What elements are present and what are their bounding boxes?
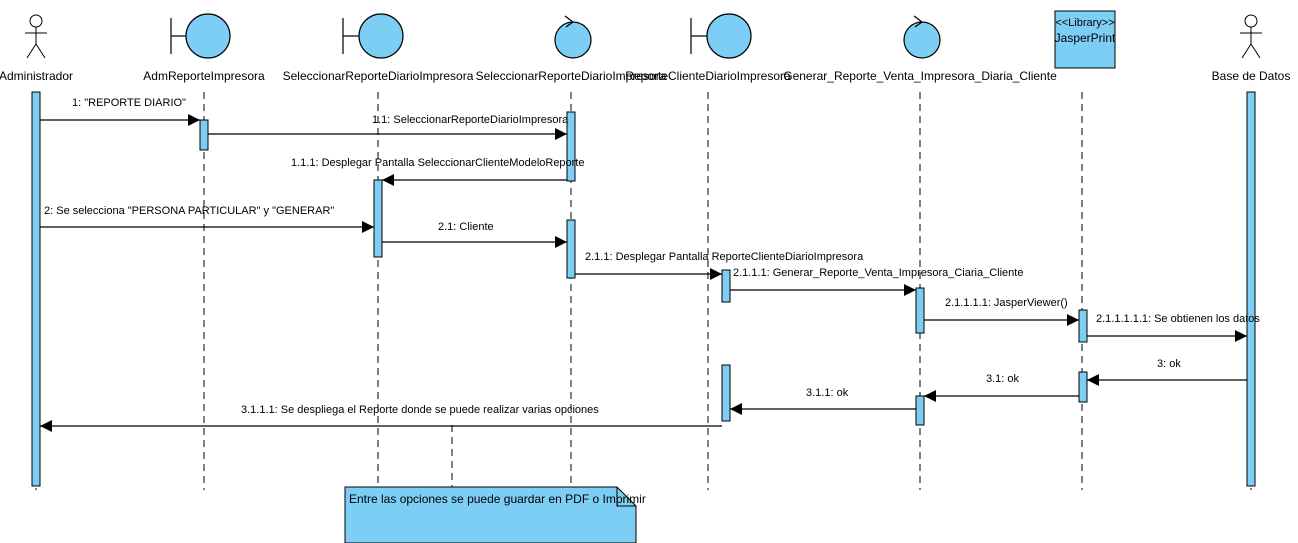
lifeline-name-admin: Administrador [0,69,73,83]
activation-bar [915,395,925,426]
activation-bar [1078,371,1088,403]
lifeline-adm-reporte: AdmReporteImpresora [143,13,265,83]
lifeline-name-adm-reporte: AdmReporteImpresora [143,69,265,83]
note-shape [344,486,637,543]
message-label: 3: ok [1157,358,1181,370]
activation-bar [1078,309,1088,343]
note-fold [616,487,636,507]
message-label: 3.1.1: ok [806,387,849,399]
activation-bar [373,179,383,258]
library-stereotype: <<Library>> [1055,17,1114,29]
lifeline-name-generar-reporte: Generar_Reporte_Venta_Impresora_Diaria_C… [783,69,1057,83]
boundary-icon [342,13,404,59]
control-icon [554,15,592,59]
messages [40,114,1247,432]
activation-bar [1246,91,1256,487]
message-label: 2.1: Cliente [438,221,494,233]
boundary-icon [170,13,231,59]
activation-bar [721,364,731,422]
message-label: 1: "REPORTE DIARIO" [72,97,186,109]
lifeline-name-reporte-cliente: ReporteClienteDiarioImpresora [625,69,791,83]
message-label: 2.1.1.1.1: JasperViewer() [945,297,1068,309]
activation-bar [199,119,209,151]
message-label: 1.1.1: Desplegar Pantalla SeleccionarCli… [291,157,585,169]
lifeline-name-jasper-print: JasperPrint [1055,31,1116,45]
library-box [1054,10,1116,69]
activation-bar [566,111,576,182]
lifeline-jasper-print: <<Library>> JasperPrint [1054,10,1116,69]
activation-bar [721,269,731,303]
lifeline-base-de-datos: Base de Datos [1212,14,1291,83]
message-label: 2: Se selecciona "PERSONA PARTICULAR" y … [44,205,334,217]
message-label: 2.1.1: Desplegar Pantalla ReporteCliente… [585,251,864,263]
lifeline-name-seleccionar-control: SeleccionarReporteDiarioImpresora [476,69,667,83]
message-label: 3.1: ok [986,373,1020,385]
lifeline-seleccionar-control: SeleccionarReporteDiarioImpresora [476,15,667,83]
actor-icon [1240,14,1262,59]
note: Entre las opciones se puede guardar en P… [344,486,646,543]
message-label: 3.1.1.1: Se despliega el Reporte donde s… [241,404,599,416]
lifeline-name-base-de-datos: Base de Datos [1212,69,1291,83]
lifeline-lines [35,92,1252,490]
activation-bar [566,219,576,279]
control-icon [903,15,941,59]
lifeline-name-seleccionar-boundary: SeleccionarReporteDiarioImpresora [283,69,474,83]
note-text: Entre las opciones se puede guardar en P… [349,492,646,506]
message-label: 2.1.1.1: Generar_Reporte_Venta_Impresora… [733,267,1023,279]
message-labels: 1: "REPORTE DIARIO" 1.1: SeleccionarRepo… [44,97,1260,416]
message-label: 1.1: SeleccionarReporteDiarioImpresora [372,114,569,126]
lifeline-reporte-cliente: ReporteClienteDiarioImpresora [625,13,791,83]
actor-icon [25,14,47,59]
lifeline-seleccionar-boundary: SeleccionarReporteDiarioImpresora [283,13,474,83]
boundary-icon [690,13,752,59]
activation-bars [31,91,1256,487]
lifeline-generar-reporte: Generar_Reporte_Venta_Impresora_Diaria_C… [783,15,1057,83]
message-label: 2.1.1.1.1.1: Se obtienen los datos [1096,313,1260,325]
lifeline-admin: Administrador [0,14,73,83]
activation-bar [915,287,925,334]
activation-bar [31,91,41,487]
